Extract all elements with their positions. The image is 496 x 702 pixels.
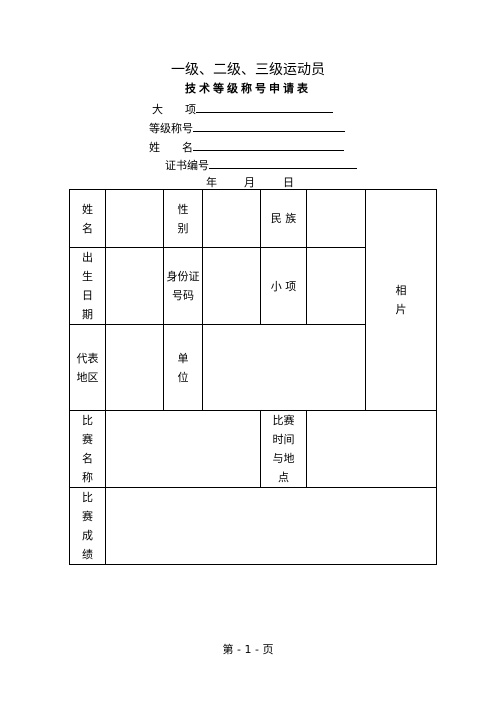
label-unit-cell: 单位 [163,324,203,411]
input-gender[interactable] [202,189,261,248]
label-sub-event: 小 项 [260,247,307,325]
field-name-line [193,139,344,151]
page-number: 第 - 1 - 页 [222,643,274,656]
form-subtitle: 技术等级称号申请表 [185,82,311,95]
field-certificate-number: 证书编号 [165,157,357,173]
field-grade-title: 等级称号 [149,120,345,136]
input-sub-event[interactable] [306,247,366,325]
label-id-number: 身份证号码 [166,270,200,302]
label-birthdate: 出生日期 [82,251,93,321]
field-certificate-number-line [209,157,357,169]
label-unit: 单位 [177,351,189,384]
label-id-number-cell: 身份证号码 [163,247,203,325]
field-major-event-line [196,101,333,113]
label-gender: 性别 [177,202,189,235]
field-name-label: 姓 名 [149,141,193,154]
label-photo: 相片 [395,284,407,316]
label-name: 姓名 [82,202,93,235]
input-competition-name[interactable] [105,410,261,488]
input-result[interactable] [105,487,437,565]
label-birthdate-cell: 出生日期 [69,247,106,325]
label-ethnicity: 民 族 [260,189,307,248]
form-title: 一级、二级、三级运动员 [171,62,325,78]
label-region-cell: 代表地区 [69,324,106,411]
label-competition-name: 比赛名称 [82,414,93,484]
label-result: 比赛成绩 [82,491,93,561]
field-name: 姓 名 [149,139,344,155]
field-major-event-label: 大 项 [152,103,196,116]
photo-cell[interactable]: 相片 [365,189,437,411]
field-grade-title-line [193,120,345,132]
field-certificate-number-label: 证书编号 [165,159,209,172]
label-time-place-cell: 比赛时间与地点 [260,410,307,488]
field-grade-title-label: 等级称号 [149,122,193,135]
label-result-cell: 比赛成绩 [69,487,106,565]
date-year: 年 [206,176,217,189]
application-table: 姓名 性别 民 族 相片 出生日期 身份证号码 小 项 代表地区 单位 比赛名称… [69,189,437,565]
input-unit[interactable] [202,324,366,411]
label-region: 代表地区 [76,351,99,384]
input-birthdate[interactable] [105,247,164,325]
label-competition-name-cell: 比赛名称 [69,410,106,488]
input-name[interactable] [105,189,164,248]
input-ethnicity[interactable] [306,189,366,248]
input-region[interactable] [105,324,164,411]
date-day: 日 [283,176,294,189]
label-gender-cell: 性别 [163,189,203,248]
date-month: 月 [244,176,255,189]
input-time-place[interactable] [306,410,437,488]
label-time-place: 比赛时间与地点 [272,414,295,484]
input-id-number[interactable] [202,247,261,325]
label-name-cell: 姓名 [69,189,106,248]
field-major-event: 大 项 [152,101,333,117]
